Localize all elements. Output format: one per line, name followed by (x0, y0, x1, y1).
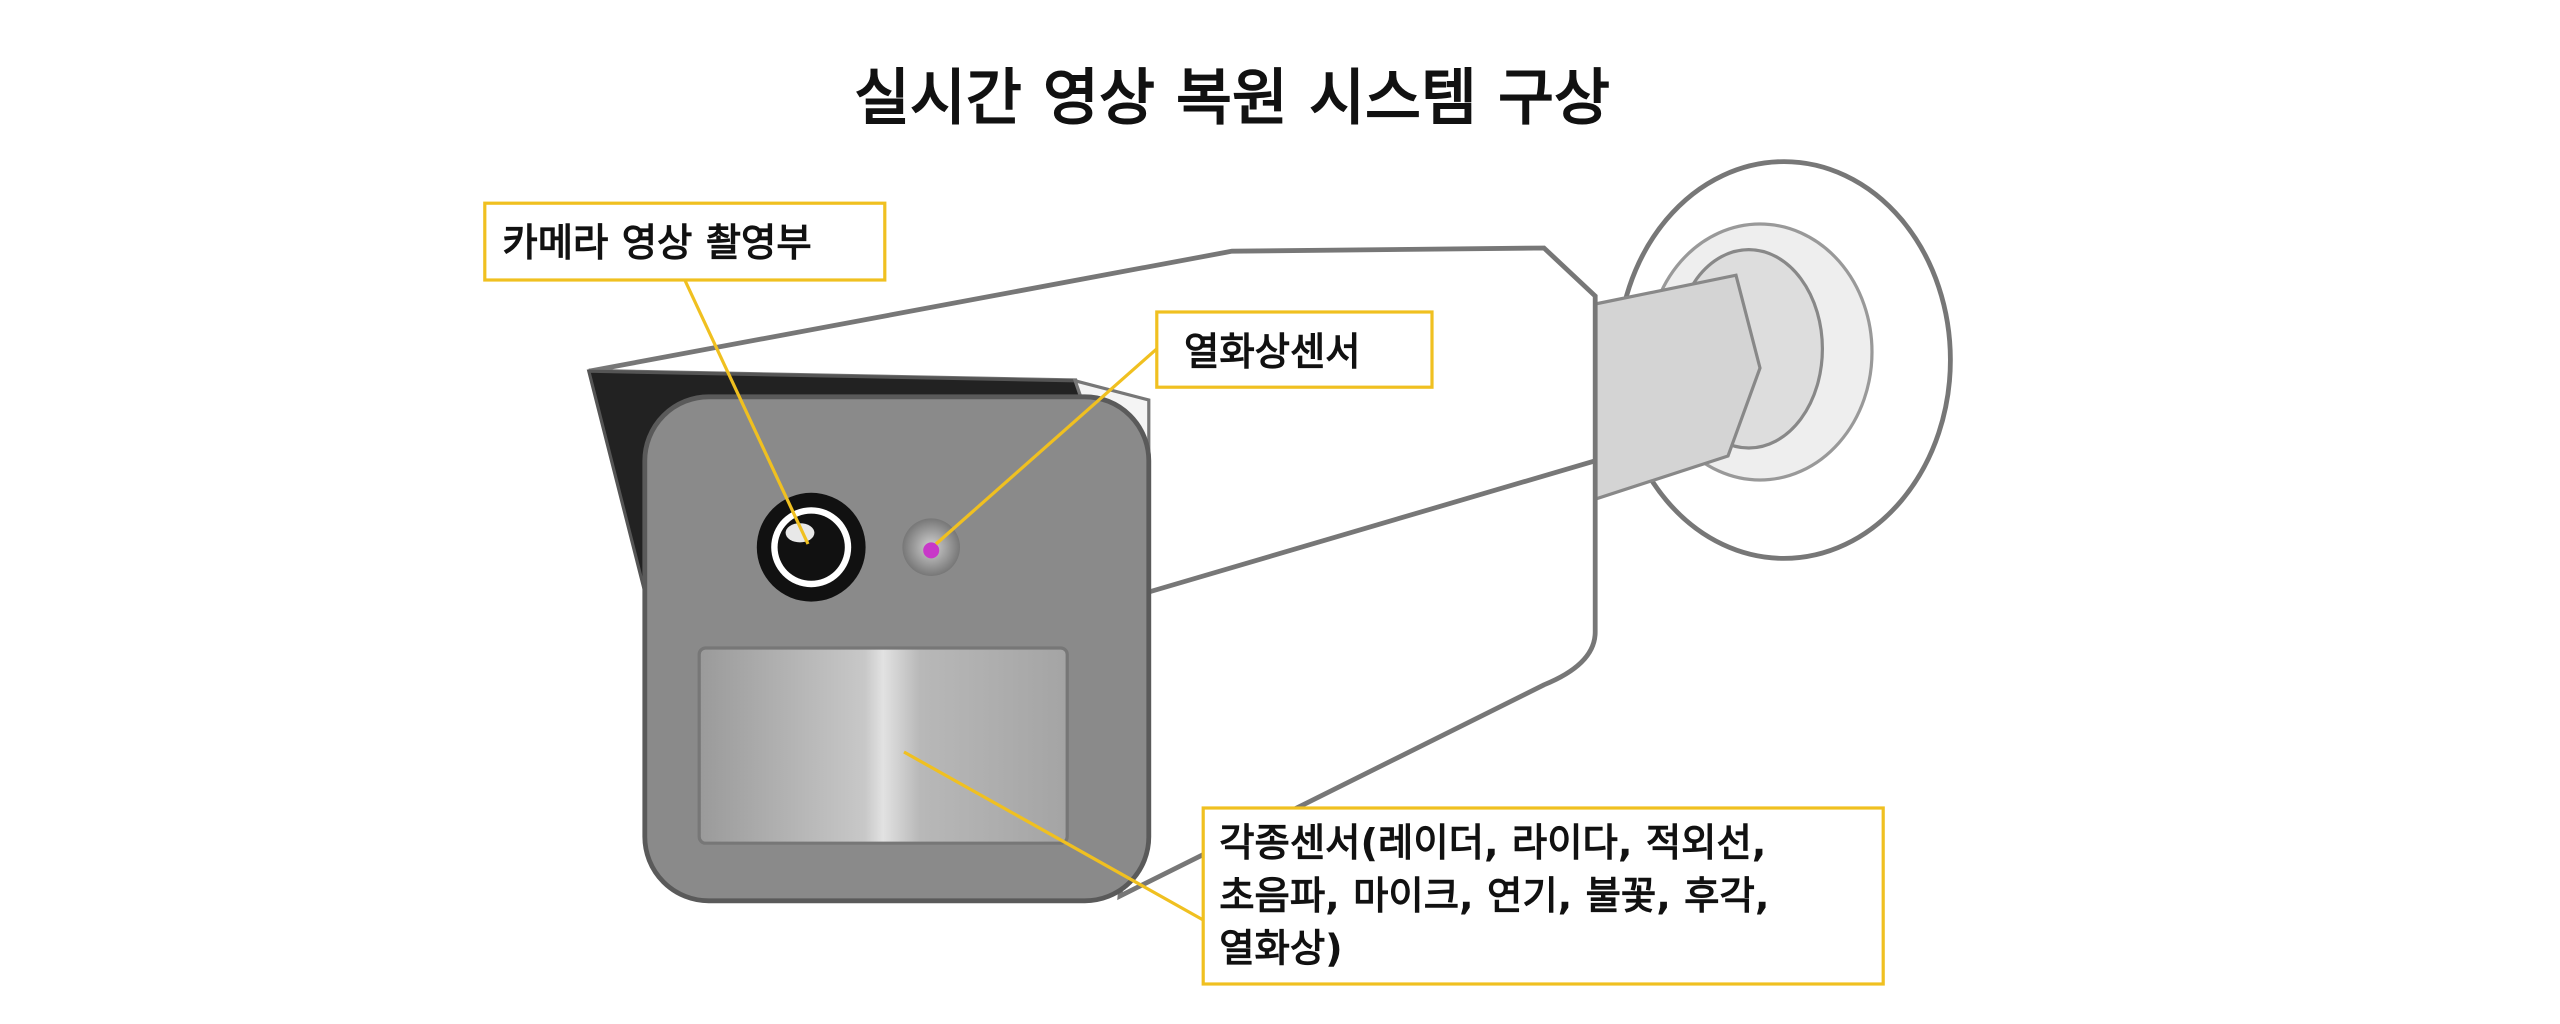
thermal-label-box: 열화상센서 (1155, 310, 1434, 389)
camera-callout-line (683, 279, 810, 545)
thermal-callout-line (934, 347, 1158, 546)
sensors-label-line1: 각종센서(레이더, 라이다, 적외선, (1219, 821, 1766, 866)
camera-label: 카메라 영상 촬영부 (502, 221, 811, 266)
sensors-label-line2: 초음파, 마이크, 연기, 불꽃, 후각, (1219, 874, 1769, 919)
thermal-label: 열화상센서 (1184, 330, 1361, 375)
sensors-label-line3: 열화상) (1219, 927, 1343, 972)
sensors-label-box: 각종센서(레이더, 라이다, 적외선, 초음파, 마이크, 연기, 불꽃, 후각… (1201, 806, 1885, 986)
sensors-callout-line (903, 750, 1204, 922)
camera-label-box: 카메라 영상 촬영부 (483, 201, 887, 282)
camera-lens-icon (756, 492, 866, 602)
thermal-sensor-icon (902, 518, 960, 576)
wall-mount (1593, 159, 1953, 561)
sensor-plate (697, 646, 1069, 845)
page-title: 실시간 영상 복원 시스템 구상 (854, 63, 1610, 133)
